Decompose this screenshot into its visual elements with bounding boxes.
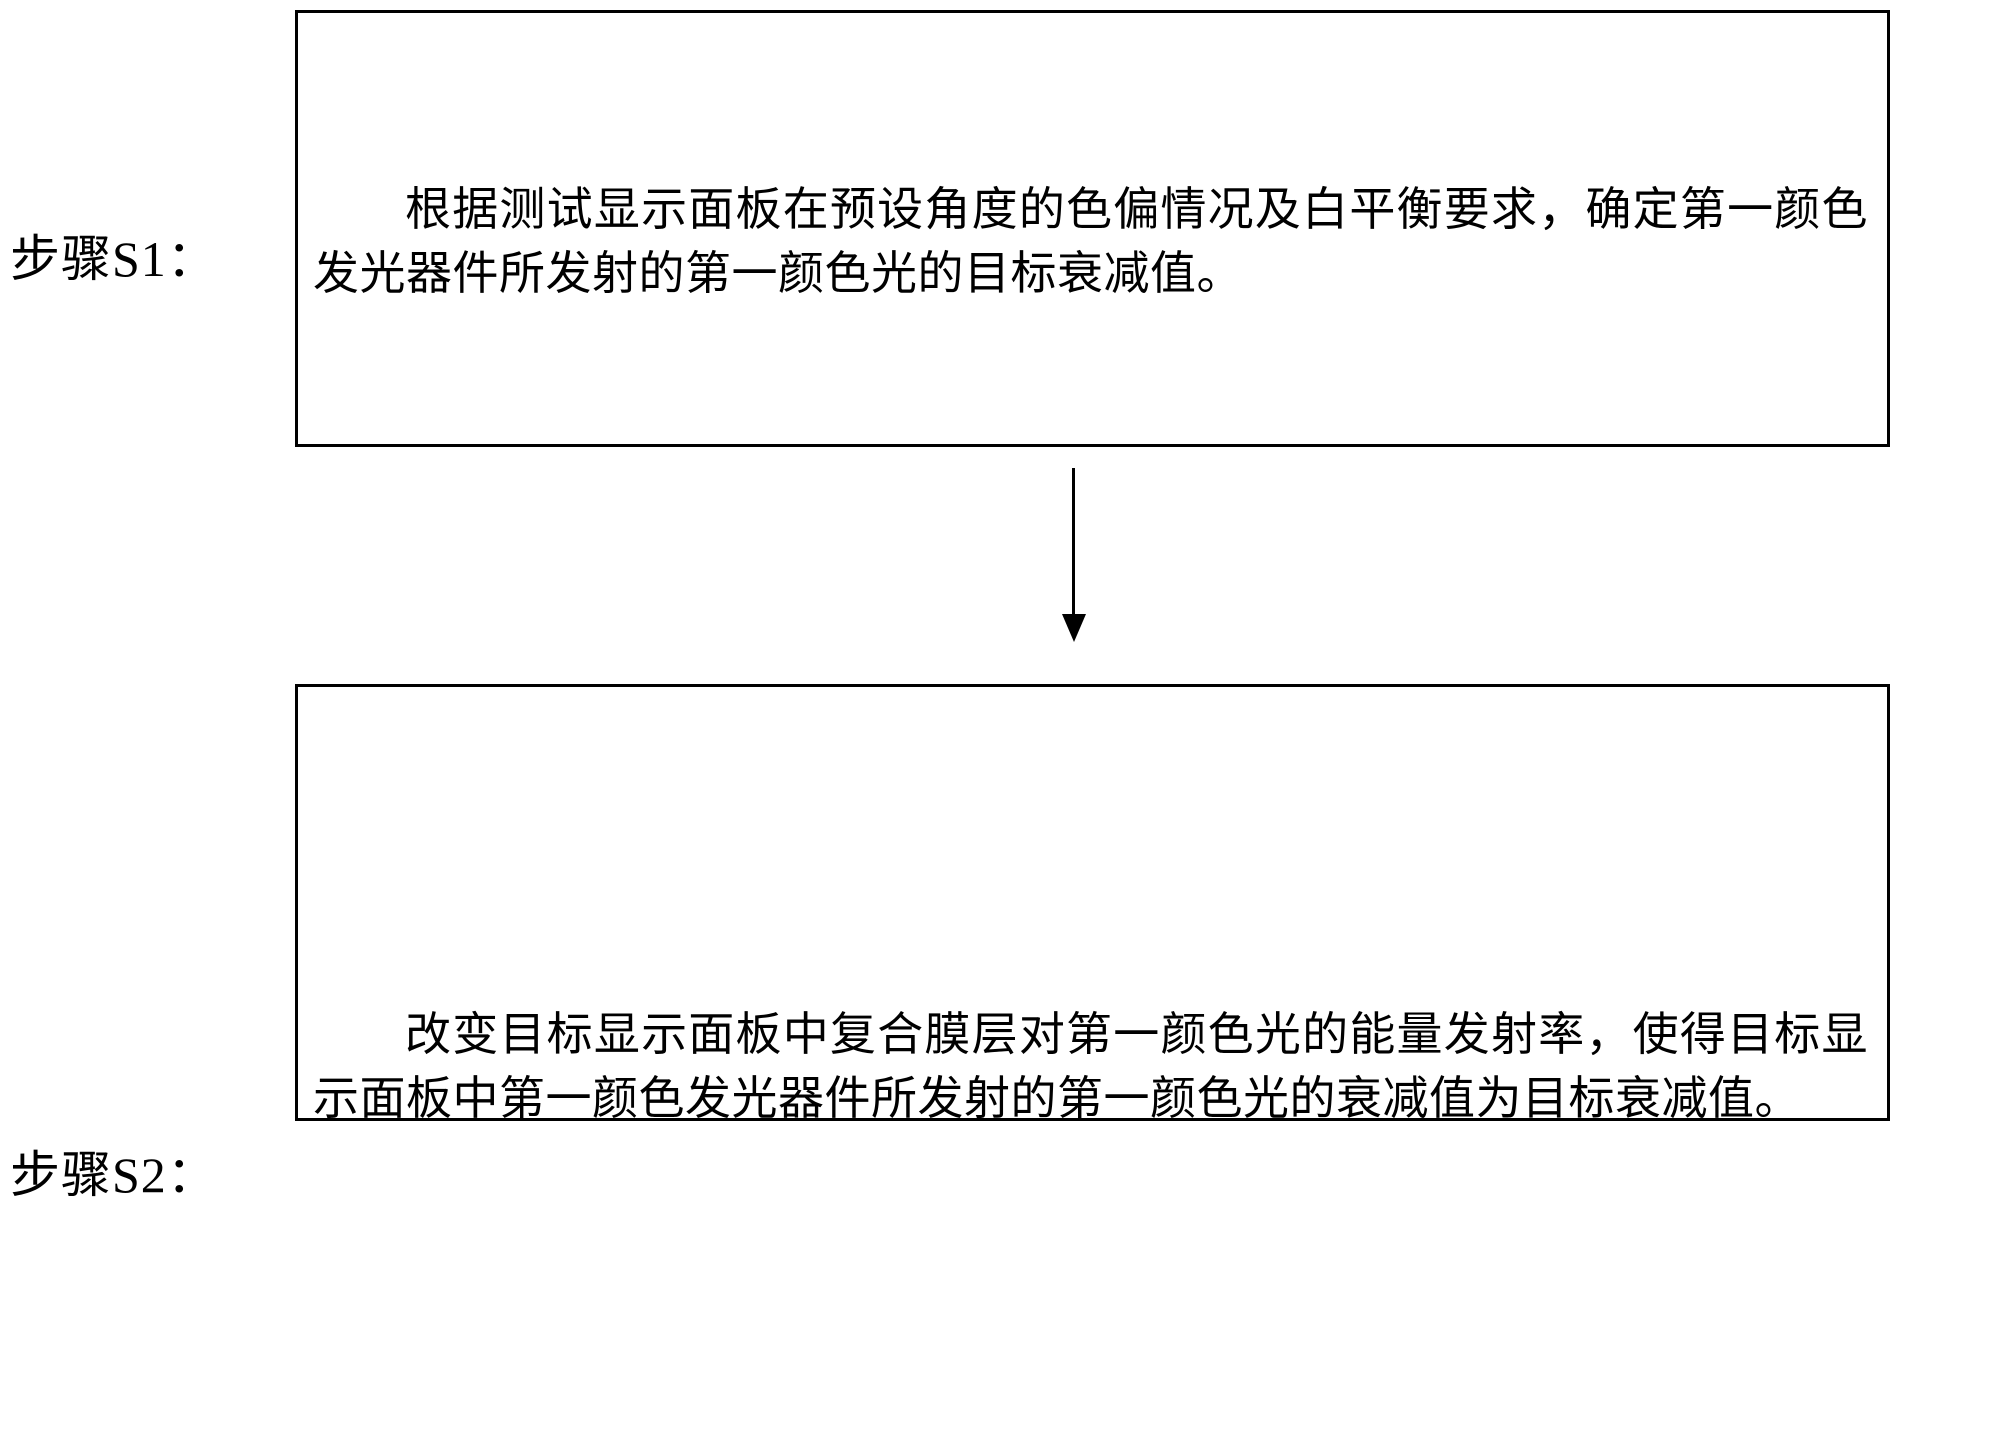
process-box-s1 bbox=[295, 10, 1890, 447]
process-box-s2-text: 改变目标显示面板中复合膜层对第一颜色光的能量发射率，使得目标显示面板中第一颜色发… bbox=[313, 1009, 1868, 1124]
arrow-shaft bbox=[1072, 468, 1075, 618]
process-box-s2 bbox=[295, 684, 1890, 1121]
connector-arrow-s1-to-s2 bbox=[1054, 468, 1094, 642]
arrow-head-icon bbox=[1062, 614, 1086, 642]
step-label-s1: 步骤S1： bbox=[10, 231, 218, 287]
step-label-s2: 步骤S2： bbox=[10, 1147, 218, 1203]
process-box-s1-text: 根据测试显示面板在预设角度的色偏情况及白平衡要求，确定第一颜色发光器件所发射的第… bbox=[313, 184, 1868, 299]
